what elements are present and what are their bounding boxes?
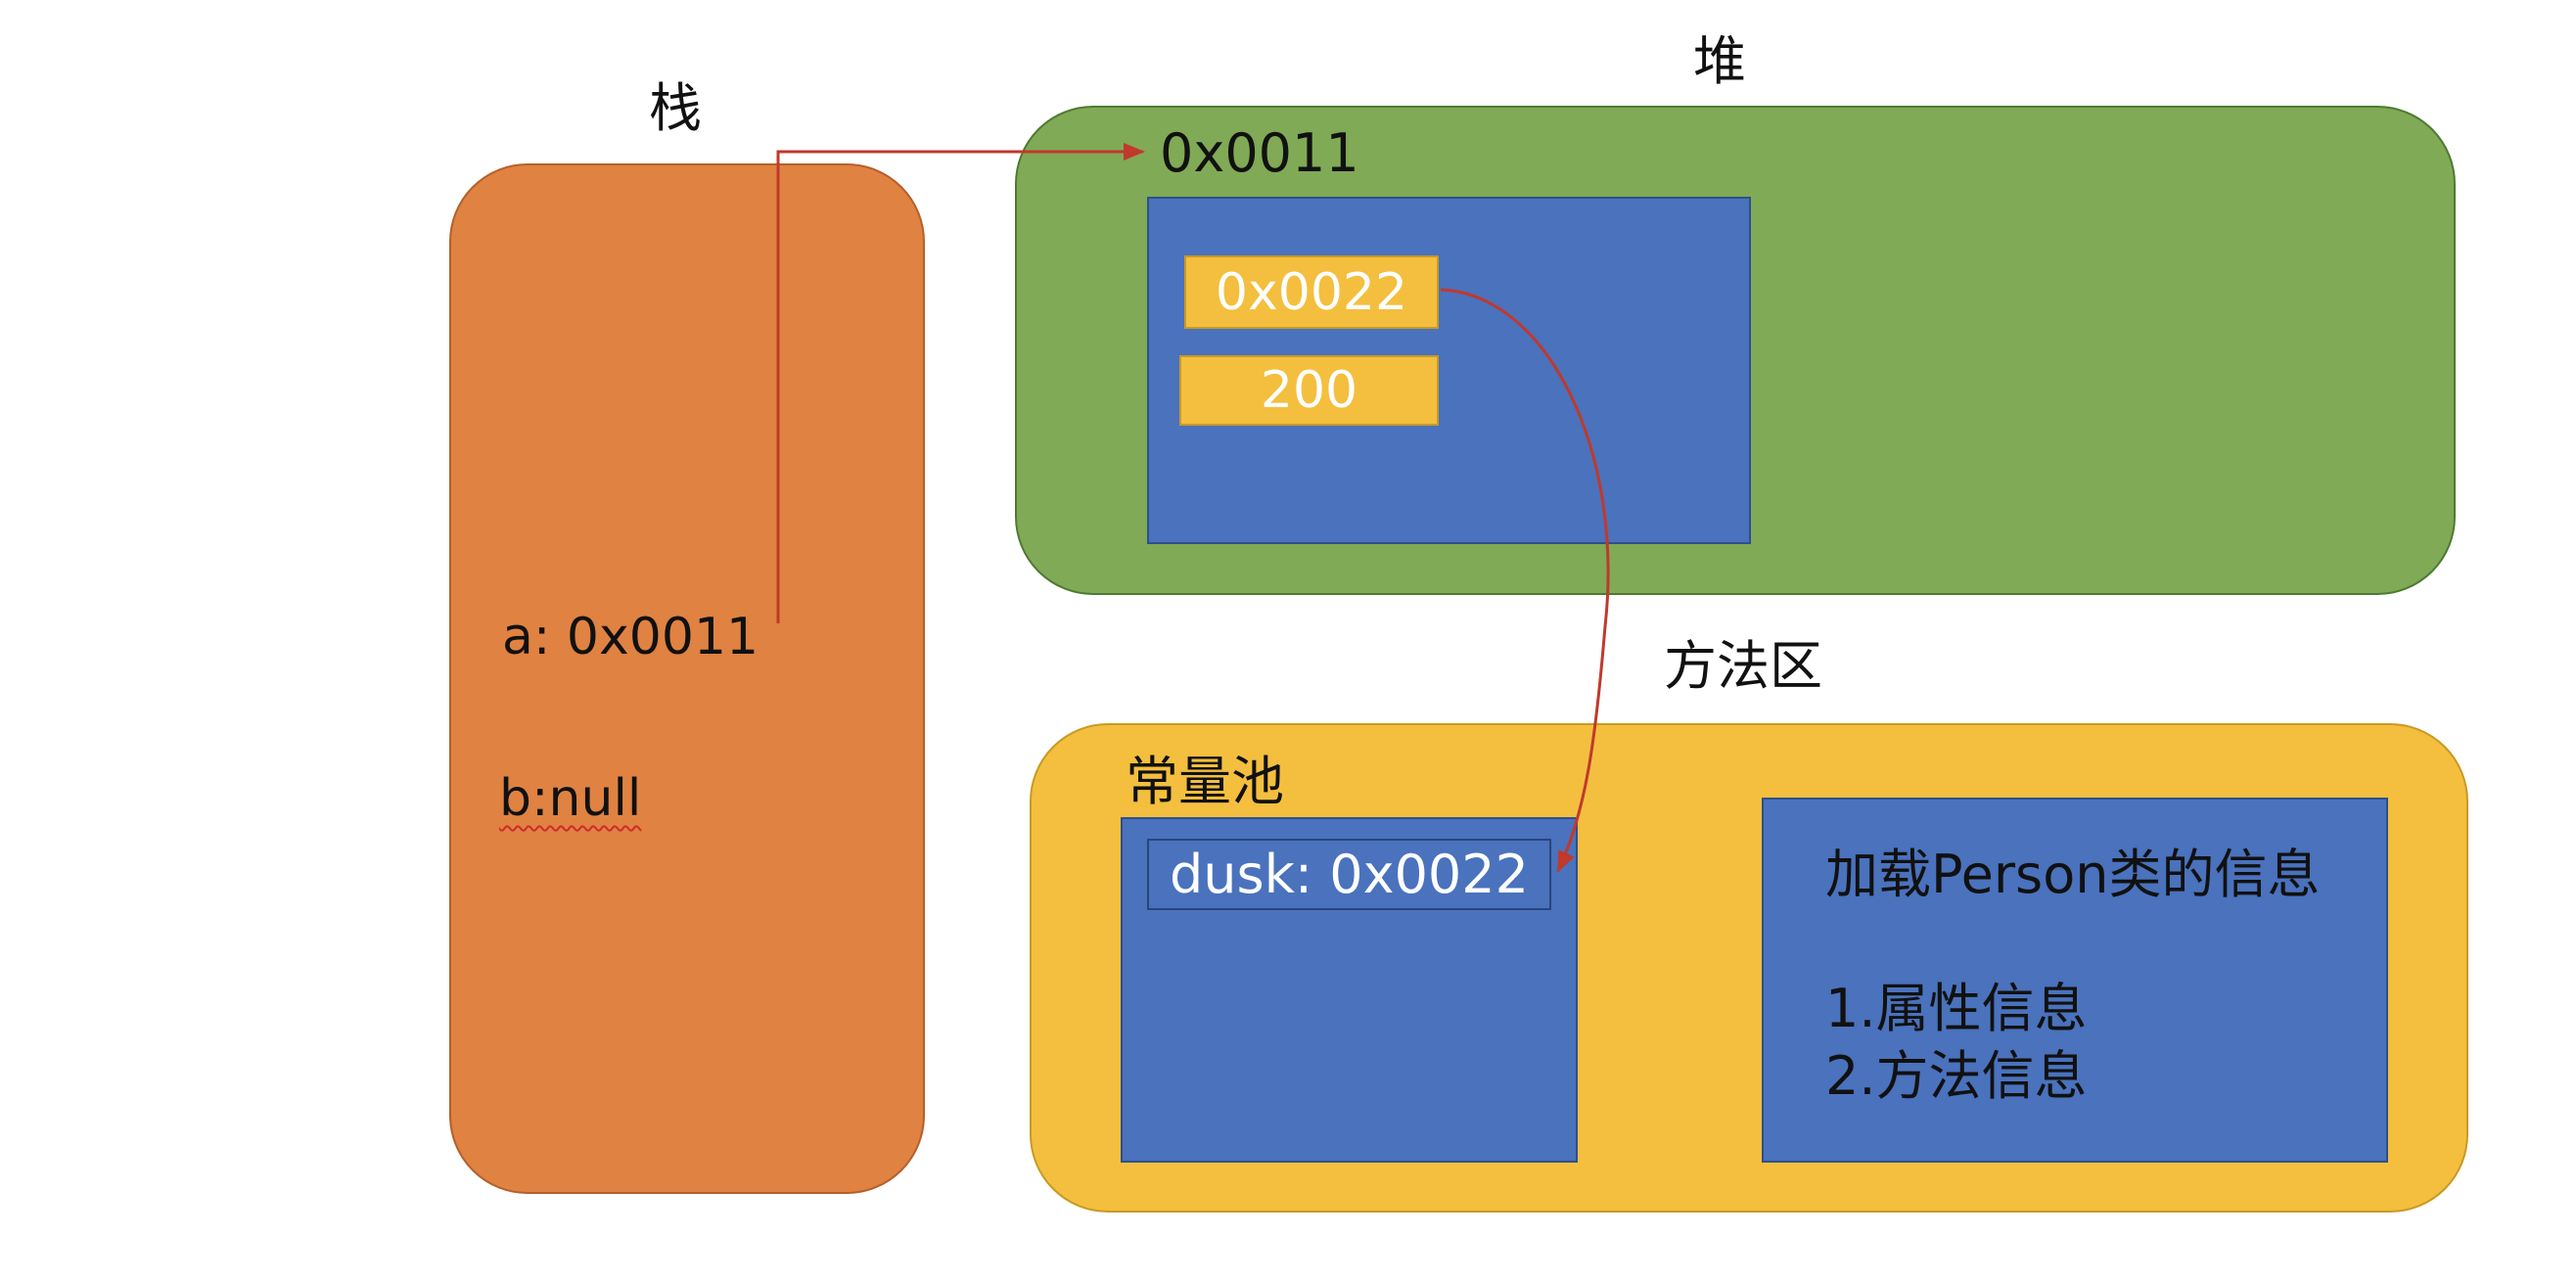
stack-to-heap-arrow	[776, 143, 1145, 623]
heap-field-value: 200	[1179, 355, 1439, 426]
stack-title: 栈	[649, 77, 702, 139]
stack-var-b: b:null	[499, 769, 642, 828]
method-area-title: 方法区	[1664, 635, 1822, 697]
heap-field-reference: 0x0022	[1184, 255, 1439, 329]
constant-pool-title: 常量池	[1126, 751, 1284, 812]
field-to-pool-arrow	[1440, 288, 1610, 873]
class-info-box: 加载Person类的信息 1.属性信息 2.方法信息	[1762, 798, 2388, 1163]
class-info-line-1: 1.属性信息	[1825, 978, 2088, 1039]
class-info-line-2: 2.方法信息	[1825, 1045, 2088, 1107]
constant-pool-entry: dusk: 0x0022	[1147, 839, 1551, 910]
class-info-heading: 加载Person类的信息	[1825, 844, 2321, 905]
stack-var-a: a: 0x0011	[502, 608, 759, 666]
heap-title: 堆	[1693, 30, 1746, 92]
heap-object-address: 0x0011	[1160, 122, 1359, 184]
stack-region	[449, 163, 925, 1194]
